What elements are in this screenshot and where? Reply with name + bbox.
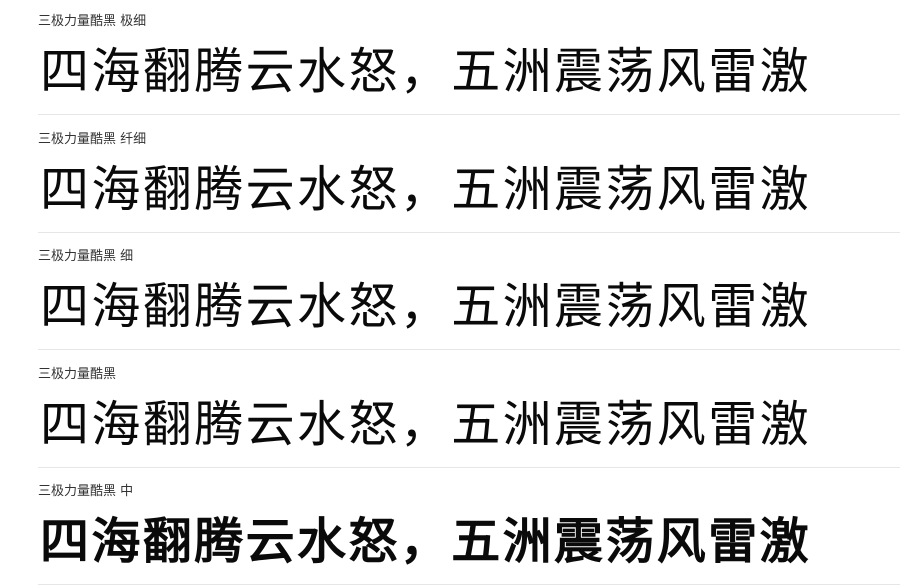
divider xyxy=(38,467,900,468)
divider xyxy=(38,349,900,350)
divider xyxy=(38,584,900,585)
sample-text: 四海翻腾云水怒，五洲震荡风雷激 xyxy=(40,278,812,335)
divider xyxy=(38,232,900,233)
divider xyxy=(38,114,900,115)
weight-label: 三极力量酷黑 纤细 xyxy=(38,132,147,147)
sample-text: 四海翻腾云水怒，五洲震荡风雷激 xyxy=(40,396,812,453)
sample-text: 四海翻腾云水怒，五洲震荡风雷激 xyxy=(40,513,812,570)
sample-text: 四海翻腾云水怒，五洲震荡风雷激 xyxy=(40,161,812,218)
specimen-medium: 三极力量酷黑 中 四海翻腾云水怒，五洲震荡风雷激 xyxy=(38,470,900,587)
specimen-thin: 三极力量酷黑 纤细 四海翻腾云水怒，五洲震荡风雷激 xyxy=(38,118,900,235)
weight-label: 三极力量酷黑 极细 xyxy=(38,14,147,29)
specimen-regular: 三极力量酷黑 四海翻腾云水怒，五洲震荡风雷激 xyxy=(38,353,900,470)
specimen-extra-light: 三极力量酷黑 极细 四海翻腾云水怒，五洲震荡风雷激 xyxy=(38,0,900,117)
weight-label: 三极力量酷黑 中 xyxy=(38,484,134,499)
weight-label: 三极力量酷黑 细 xyxy=(38,249,134,264)
weight-label: 三极力量酷黑 xyxy=(38,367,117,382)
specimen-light: 三极力量酷黑 细 四海翻腾云水怒，五洲震荡风雷激 xyxy=(38,235,900,352)
sample-text: 四海翻腾云水怒，五洲震荡风雷激 xyxy=(40,43,812,100)
